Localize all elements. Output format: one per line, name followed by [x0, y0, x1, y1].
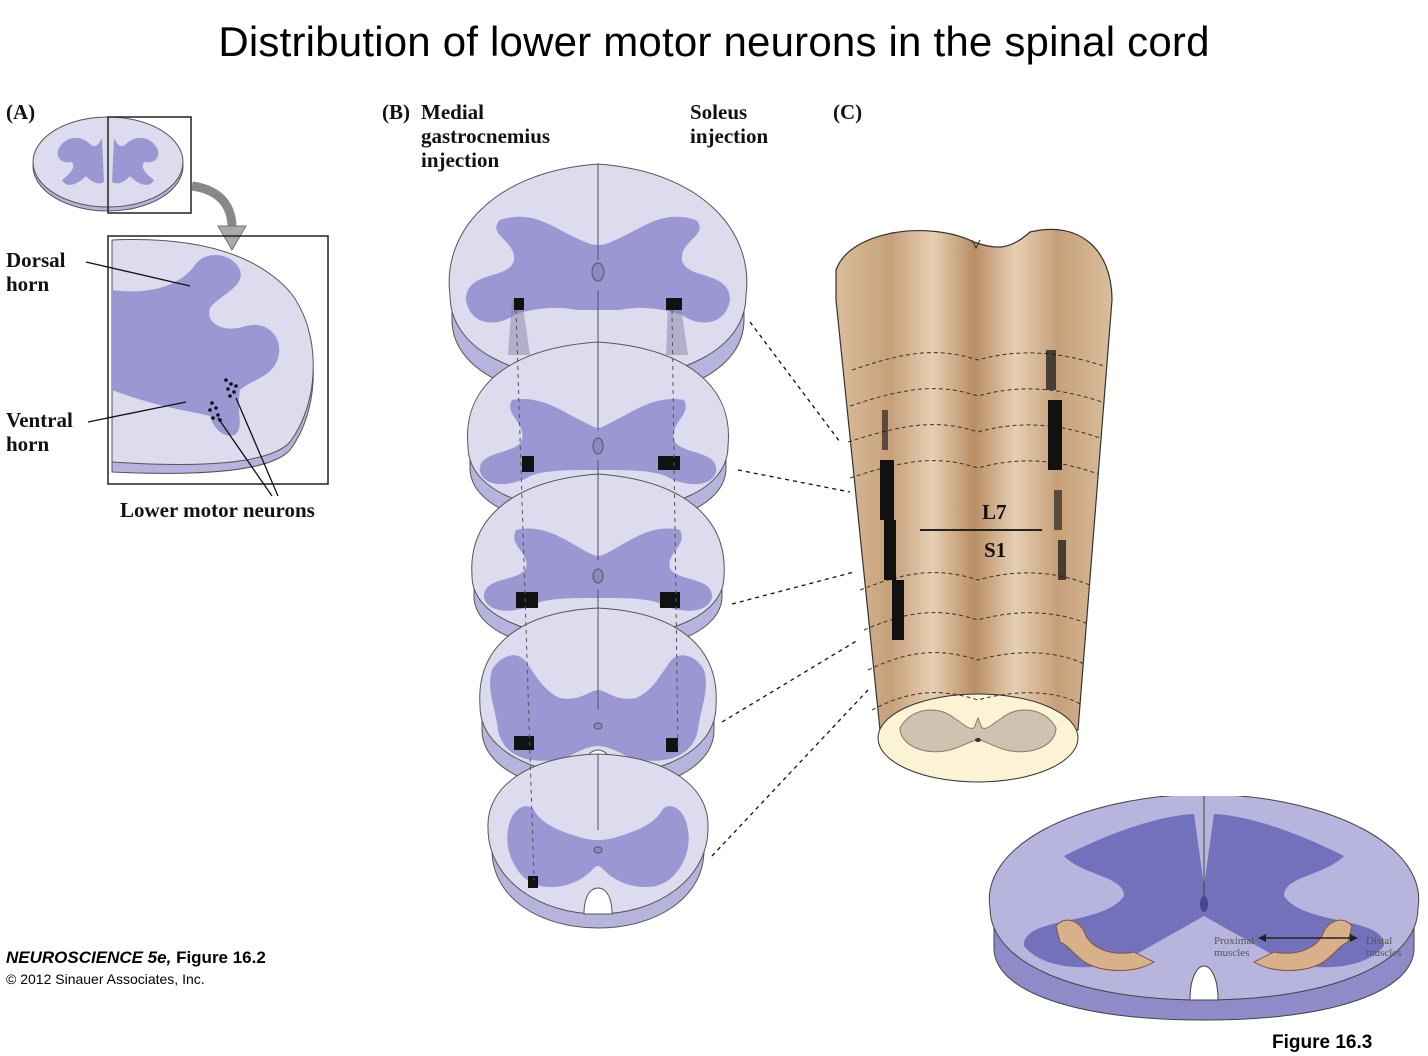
enlarged-half-section	[111, 239, 314, 474]
soleus-label: Soleus injection	[690, 100, 769, 148]
ventral-leader	[87, 401, 187, 423]
s1-label: S1	[984, 538, 1007, 562]
cord-body	[835, 228, 1113, 731]
neuron-clusters-panel-b	[514, 298, 682, 888]
panel-b-label: (B)	[382, 100, 410, 124]
arm-illustration-right	[1252, 919, 1353, 971]
connector-lines	[711, 321, 869, 857]
cord-section-5	[487, 753, 709, 929]
figure-16-3-label: Figure 16.3	[1272, 1032, 1373, 1053]
book-credit: NEUROSCIENCE 5e, Figure 16.2	[6, 948, 266, 968]
panel-a-label: (A)	[6, 100, 36, 124]
panel-b-sections	[448, 163, 748, 929]
segment-boundaries	[847, 352, 1105, 711]
copyright: © 2012 Sinauer Associates, Inc.	[6, 971, 205, 987]
inset-box-small	[107, 116, 192, 214]
lower-motor-neurons-label: Lower motor neurons	[120, 498, 315, 522]
zoom-arrow	[191, 181, 237, 229]
ventral-horn-label: Ventral horn	[6, 408, 73, 456]
neuron-columns-panel-c	[880, 350, 1066, 640]
inset-box-large	[107, 235, 329, 485]
dorsal-horn-label: Dorsal horn	[6, 248, 66, 296]
book-title: NEUROSCIENCE 5e,	[6, 948, 172, 967]
arm-illustration-left	[1055, 919, 1156, 971]
l7-label: L7	[982, 500, 1007, 524]
figure-16-3-section	[988, 796, 1420, 1021]
dorsal-leader	[85, 261, 191, 287]
figure-number: Figure 16.2	[176, 948, 266, 967]
page-title: Distribution of lower motor neurons in t…	[218, 18, 1210, 65]
cord-section-1	[448, 163, 748, 401]
distal-muscles-label: Distal muscles	[1366, 935, 1402, 959]
panel-c-label: (C)	[833, 100, 863, 124]
panel-c-cord	[835, 228, 1113, 783]
neuron-dots-panel-a	[208, 378, 238, 422]
panel-a-diagram	[32, 116, 329, 497]
lmn-leader-2	[235, 397, 279, 497]
lmn-leader-1	[217, 417, 273, 497]
medial-gastrocnemius-label: Medial gastrocnemius injection	[421, 100, 551, 172]
proximal-muscles-label: Proximal muscles	[1214, 935, 1255, 959]
